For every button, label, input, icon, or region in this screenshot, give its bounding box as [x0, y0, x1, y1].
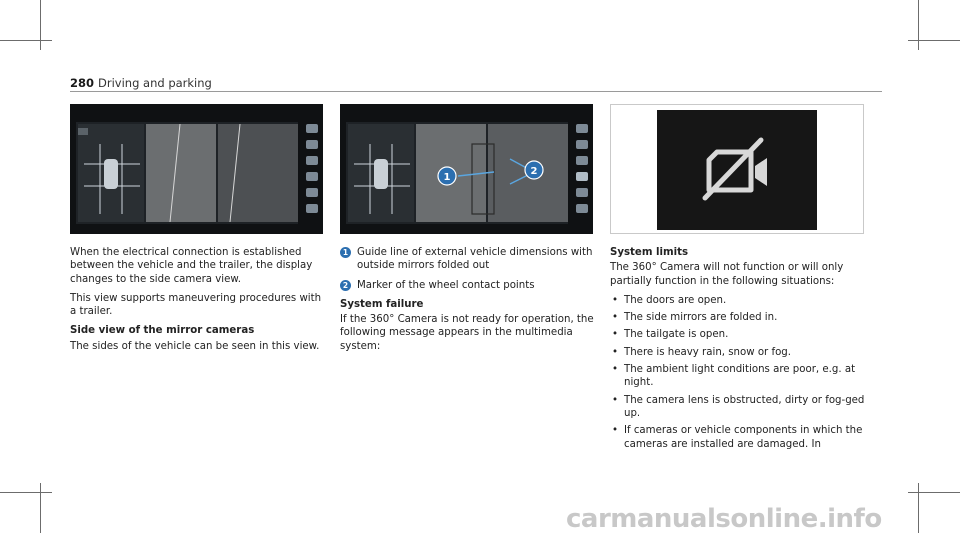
system-limits-heading: System limits	[610, 247, 689, 258]
view-toggle-icon[interactable]	[306, 188, 318, 197]
vehicle-top-icon	[374, 159, 388, 189]
list-item: •There is heavy rain, snow or fog.	[612, 346, 792, 358]
list-item: •The camera lens is obstructed, dirty or…	[612, 394, 865, 419]
list-item-text: The ambient light conditions are poor, e…	[624, 364, 856, 389]
view-toggle-icon[interactable]	[576, 172, 588, 181]
legend-text: Guide line of external vehicle dimension…	[357, 247, 593, 272]
list-item: •The side mirrors are folded in.	[612, 312, 778, 324]
crop-mark	[40, 483, 41, 533]
crop-mark	[918, 0, 919, 50]
list-item-text: The camera lens is obstructed, dirty or …	[624, 394, 865, 419]
paragraph: The sides of the vehicle can be seen in …	[70, 340, 320, 352]
camera-display-figure-1	[70, 104, 323, 234]
paragraph: When the electrical connection is establ…	[70, 247, 313, 285]
legend-item: 2 Marker of the wheel contact points	[340, 279, 598, 292]
crop-mark	[0, 492, 52, 493]
watermark: carmanualsonline.info	[566, 504, 882, 534]
list-item-text: The doors are open.	[624, 294, 727, 306]
list-item-text: The tailgate is open.	[624, 329, 729, 341]
trailer-view-illustration: 1 2	[346, 122, 568, 224]
callout-1	[437, 166, 457, 186]
view-toggle-icon[interactable]	[576, 140, 588, 149]
legend-number: 2	[340, 279, 351, 291]
paragraph: This view supports maneuvering procedure…	[70, 292, 322, 318]
camera-off-icon	[702, 137, 767, 201]
page-number: 280	[70, 76, 95, 90]
callout-2	[524, 160, 544, 180]
crop-mark	[918, 483, 919, 533]
view-toggle-icon[interactable]	[306, 172, 318, 181]
list-item: •The ambient light conditions are poor, …	[612, 364, 856, 389]
view-toggle-icon[interactable]	[576, 124, 588, 133]
list-item: •The doors are open.	[612, 294, 727, 306]
camera-screen-illustration	[76, 122, 298, 224]
view-toggle-icon[interactable]	[576, 188, 588, 197]
list-item: •The tailgate is open.	[612, 329, 729, 341]
callout-2-label: 2	[531, 166, 538, 177]
crop-mark	[40, 0, 41, 50]
vehicle-top-icon	[104, 159, 118, 189]
right-text-column: System limits The 360° Camera will not f…	[610, 246, 872, 455]
system-failure-heading: System failure	[340, 298, 424, 310]
view-toggle-icon[interactable]	[306, 156, 318, 165]
header-rule	[70, 91, 882, 92]
legend-item: 1 Guide line of external vehicle dimensi…	[340, 246, 598, 273]
view-toggle-icon[interactable]	[306, 204, 318, 213]
view-toggle-icon[interactable]	[576, 156, 588, 165]
side-view-heading: Side view of the mirror cameras	[70, 325, 255, 337]
crop-mark	[908, 40, 960, 41]
middle-text-column: 1 Guide line of external vehicle dimensi…	[340, 246, 598, 359]
view-toggle-icon[interactable]	[306, 140, 318, 149]
section-title: Driving and parking	[98, 76, 212, 90]
left-text-column: When the electrical connection is establ…	[70, 246, 326, 359]
legend-number: 1	[340, 247, 351, 258]
camera-failure-figure	[610, 104, 864, 234]
view-toggle-icon[interactable]	[306, 124, 318, 133]
crop-mark	[908, 492, 960, 493]
list-item-text: The side mirrors are folded in.	[624, 312, 778, 324]
list-item-text: If cameras or vehicle components in whic…	[624, 425, 863, 450]
paragraph: The 360° Camera will not function or wil…	[610, 262, 844, 287]
view-toggle-icon[interactable]	[576, 204, 588, 213]
camera-failure-screen	[657, 110, 817, 230]
legend-text: Marker of the wheel contact points	[357, 279, 535, 291]
list-item-text: There is heavy rain, snow or fog.	[624, 346, 792, 358]
list-item: •If cameras or vehicle components in whi…	[612, 425, 863, 450]
camera-display-figure-2: 1 2	[340, 104, 593, 234]
crop-mark	[0, 40, 52, 41]
paragraph: If the 360° Camera is not ready for oper…	[340, 314, 594, 352]
callout-1-label: 1	[444, 172, 451, 183]
